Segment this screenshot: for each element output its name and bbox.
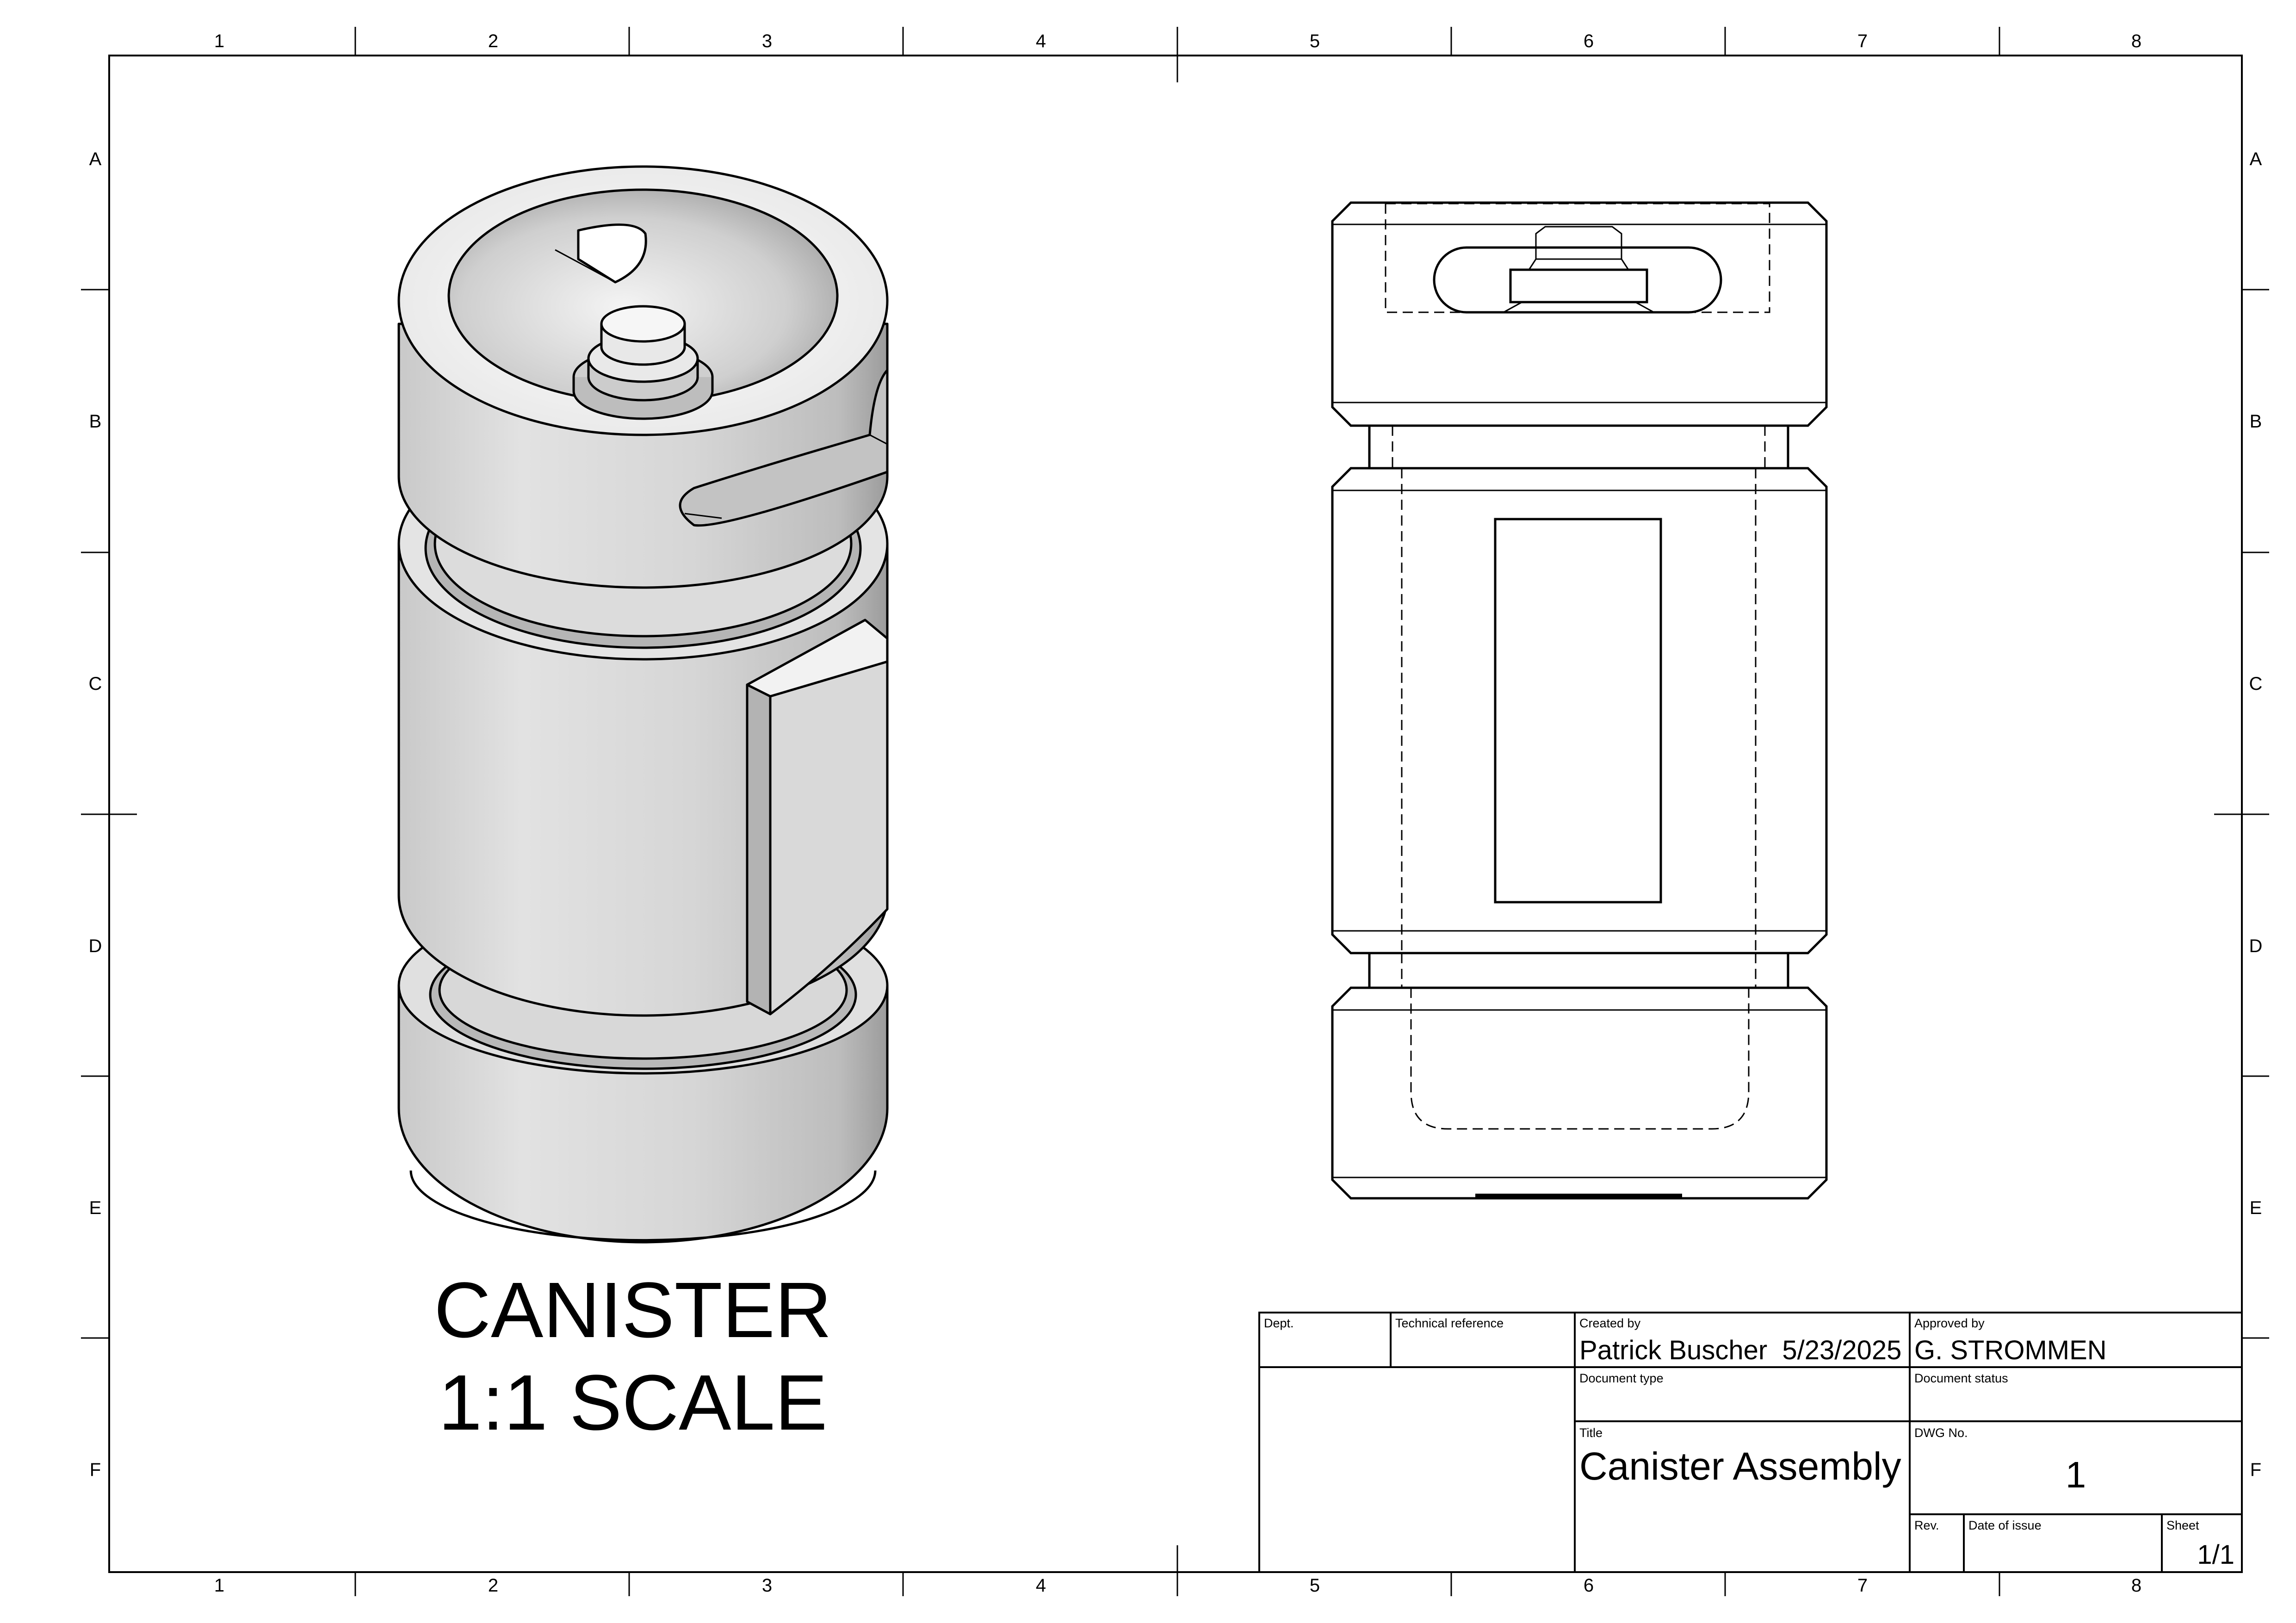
tb-sheet-value: 1/1 [2197,1540,2234,1570]
tb-created-by-value: Patrick Buscher 5/23/2025 [1579,1335,1901,1365]
zone-col-3-top: 3 [762,31,772,51]
zone-col-3-bottom: 3 [762,1575,772,1596]
zone-col-7-bottom: 7 [1857,1575,1868,1596]
tb-approved-by-value: G. STROMMEN [1914,1335,2107,1365]
zone-row-a-right: A [2250,149,2262,169]
zone-row-labels-left: A B C D E F [89,149,102,1480]
tb-doc-status-label: Document status [1914,1371,2008,1385]
front-bottom-feature [1475,1194,1682,1198]
iso-side-slot [679,369,889,527]
zone-row-a-left: A [89,149,102,169]
tb-date-of-issue-label: Date of issue [1968,1518,2042,1532]
tb-title-label: Title [1579,1426,1603,1440]
zone-col-4-top: 4 [1036,31,1046,51]
iso-center-boss-top [600,305,686,343]
zone-col-2-top: 2 [488,31,498,51]
zone-col-5-bottom: 5 [1310,1575,1320,1596]
zone-col-7-top: 7 [1857,31,1868,51]
zone-col-6-top: 6 [1584,31,1594,51]
zone-row-d-left: D [89,936,102,956]
tb-tech-ref-label: Technical reference [1395,1316,1504,1330]
iso-side-block-face [769,660,889,1016]
tb-dwg-no-label: DWG No. [1914,1426,1968,1440]
tb-created-by-label: Created by [1579,1316,1641,1330]
zone-col-2-bottom: 2 [488,1575,498,1596]
zone-col-1-bottom: 1 [214,1575,224,1596]
iso-side-block-front [746,683,772,1016]
zone-row-labels-right: A B C D E F [2249,149,2263,1480]
tb-approved-by-label: Approved by [1914,1316,1985,1330]
tb-dwg-no-value: 1 [2066,1454,2086,1495]
iso-bottom-rim [409,1170,877,1242]
isometric-view [397,165,889,1244]
zone-col-6-bottom: 6 [1584,1575,1594,1596]
iso-top-slot [577,223,647,284]
drawing-caption: CANISTER 1:1 SCALE [434,1266,832,1447]
zone-row-f-right: F [2250,1460,2261,1480]
zone-col-8-top: 8 [2131,31,2141,51]
tb-title-value: Canister Assembly [1579,1444,1901,1488]
row-tick-marks [81,289,2269,1339]
zone-column-labels-top: 1 2 3 4 5 6 7 8 [214,31,2141,51]
zone-row-b-left: B [89,411,102,432]
tb-dept-label: Dept. [1264,1316,1294,1330]
zone-row-d-right: D [2249,936,2263,956]
front-top-nut [1509,268,1648,304]
front-top-cap [1331,201,1828,427]
sheet-frame [81,27,2269,1596]
title-block-text: Dept. Technical reference Created by Pat… [1264,1316,2234,1570]
tb-doc-type-label: Document type [1579,1371,1664,1385]
caption-line-2: 1:1 SCALE [438,1359,827,1447]
zone-row-c-left: C [89,674,102,694]
zone-row-e-right: E [2250,1198,2262,1218]
zone-row-c-right: C [2249,674,2263,694]
front-top-pin [1528,226,1629,270]
tb-sheet-label: Sheet [2166,1518,2199,1532]
zone-column-labels-bottom: 1 2 3 4 5 6 7 8 [214,1575,2141,1596]
zone-col-5-top: 5 [1310,31,1320,51]
zone-col-4-bottom: 4 [1036,1575,1046,1596]
front-window [1494,518,1662,904]
column-tick-marks [354,27,2000,1596]
iso-side-block-top [746,619,889,698]
tb-rev-label: Rev. [1914,1518,1939,1532]
zone-row-f-left: F [90,1460,101,1480]
front-neck-upper [1368,424,1789,470]
front-neck-lower [1368,952,1789,989]
zone-row-e-left: E [89,1198,102,1218]
front-view [1331,201,1828,1200]
title-block [1258,1312,2243,1573]
front-bottom-cap [1331,986,1828,1200]
zone-col-1-top: 1 [214,31,224,51]
caption-line-1: CANISTER [434,1266,832,1354]
zone-col-8-bottom: 8 [2131,1575,2141,1596]
zone-row-b-right: B [2250,411,2262,432]
